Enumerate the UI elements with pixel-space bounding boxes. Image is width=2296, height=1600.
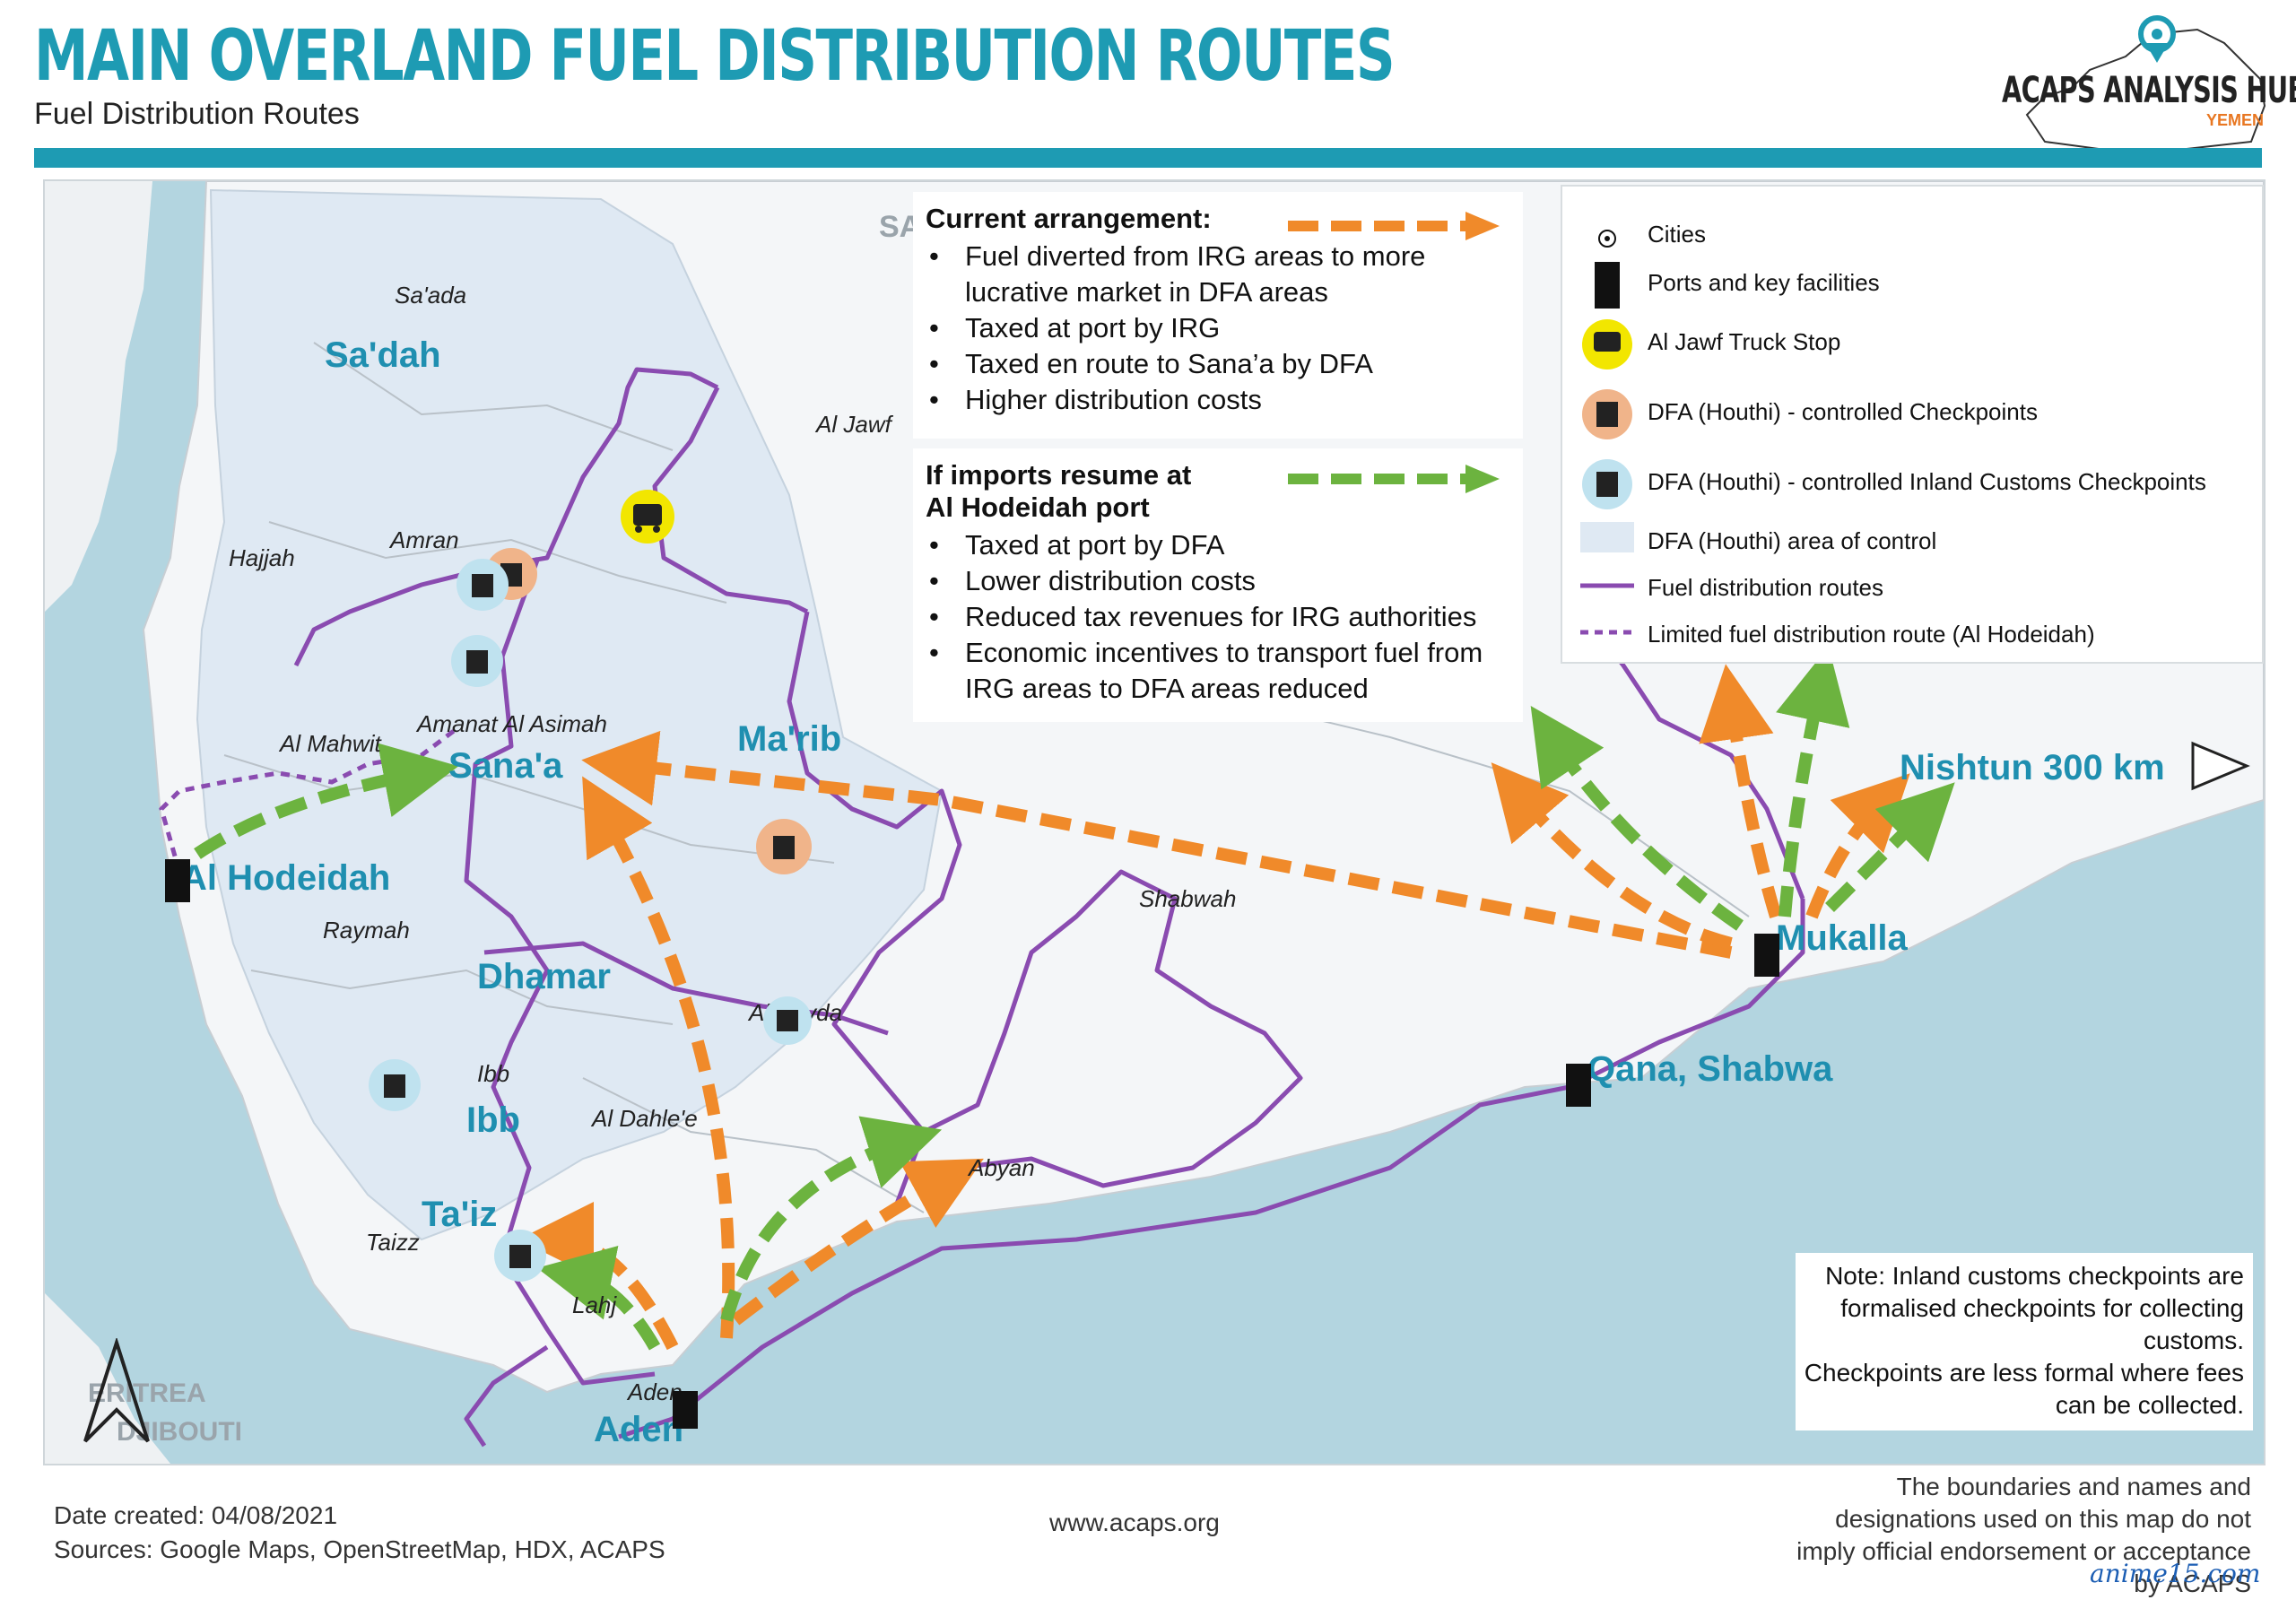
gov-label-aljawf: Al Jawf xyxy=(816,411,891,438)
legend: Cities Ports and key facilities Al Jawf … xyxy=(1561,185,2264,664)
legend-label: DFA (Houthi) - controlled Checkpoints xyxy=(1648,398,2038,425)
footer-sources: Sources: Google Maps, OpenStreetMap, HDX… xyxy=(54,1535,665,1563)
note-line-1: Note: Inland customs checkpoints are for… xyxy=(1825,1262,2244,1354)
checkpoint-blue-icon xyxy=(1582,459,1632,509)
page-subtitle: Fuel Distribution Routes xyxy=(34,97,360,131)
gov-label-amran: Amran xyxy=(390,526,459,553)
note-line-2: Checkpoints are less formal where fees c… xyxy=(1804,1359,2244,1419)
if-imports-title: If imports resume at Al Hodeidah port xyxy=(926,459,1192,523)
city-label-alhodeidah[interactable]: Al Hodeidah xyxy=(181,858,391,898)
checkpoint-orange-icon[interactable] xyxy=(755,818,813,875)
checkpoint-blue-icon[interactable] xyxy=(368,1058,422,1112)
gov-label-ibb: Ibb xyxy=(477,1060,510,1087)
city-label-ibb[interactable]: Ibb xyxy=(466,1100,520,1140)
current-arrangement-item: Taxed at port by IRG xyxy=(929,310,1510,346)
gov-label-lahj: Lahj xyxy=(572,1291,617,1318)
solid-line-icon xyxy=(1580,583,1634,588)
city-dot-icon xyxy=(1598,230,1616,248)
city-label-nishtun[interactable]: Nishtun 300 km xyxy=(1900,748,2165,787)
gov-label-aldahlee: Al Dahle'e xyxy=(592,1105,698,1132)
current-arrangement-item: Fuel diverted from IRG areas to more luc… xyxy=(929,239,1510,310)
footer-website[interactable]: www.acaps.org xyxy=(1049,1509,1220,1536)
watermark: anime15.com xyxy=(2090,1559,2261,1588)
city-label-dhamar[interactable]: Dhamar xyxy=(477,957,611,996)
if-imports-item: Lower distribution costs xyxy=(929,563,1510,599)
footer-date: Date created: 04/08/2021 xyxy=(54,1501,338,1529)
checkpoint-blue-icon[interactable] xyxy=(762,996,813,1046)
north-arrow-icon xyxy=(83,1338,150,1443)
gov-label-almahwit: Al Mahwit xyxy=(280,730,381,757)
gov-label-shabwah: Shabwah xyxy=(1139,885,1237,912)
checkpoint-blue-icon[interactable] xyxy=(450,634,504,688)
gov-label-taizz: Taizz xyxy=(366,1229,420,1256)
city-label-sanaa[interactable]: Sana'a xyxy=(448,746,563,786)
dashed-line-icon xyxy=(1580,630,1634,635)
logo-text: ACAPS ANALYSIS HUB xyxy=(2002,70,2296,111)
green-dashed-arrow-icon xyxy=(1288,465,1500,493)
legend-label: Al Jawf Truck Stop xyxy=(1648,328,1841,355)
nishtun-arrow-icon xyxy=(2191,741,2250,791)
port-icon xyxy=(1595,262,1620,309)
header-rule xyxy=(34,148,2262,168)
gov-label-raymah: Raymah xyxy=(323,917,410,943)
orange-dashed-arrow-icon xyxy=(1288,212,1500,240)
checkpoint-orange-icon xyxy=(1582,389,1632,439)
legend-label: DFA (Houthi) - controlled Inland Customs… xyxy=(1648,468,2206,495)
truck-icon xyxy=(1582,319,1632,370)
city-label-marib[interactable]: Ma'rib xyxy=(737,719,842,759)
gov-label-saada: Sa'ada xyxy=(395,282,467,309)
current-arrangement-item: Taxed en route to Sana’a by DFA xyxy=(929,346,1510,382)
city-label-taiz[interactable]: Ta'iz xyxy=(422,1195,498,1234)
if-imports-item: Reduced tax revenues for IRG authorities xyxy=(929,599,1510,635)
footer-disclaimer: The boundaries and names and designation… xyxy=(1796,1473,2251,1597)
note-box: Note: Inland customs checkpoints are for… xyxy=(1796,1253,2253,1430)
area-swatch-icon xyxy=(1580,522,1634,552)
if-imports-item: Taxed at port by DFA xyxy=(929,527,1510,563)
gov-label-hajjah: Hajjah xyxy=(229,544,295,571)
city-label-aden[interactable]: Aden xyxy=(594,1410,683,1449)
city-label-sadah[interactable]: Sa'dah xyxy=(325,335,441,375)
gov-label-abyan: Abyan xyxy=(969,1154,1035,1181)
port-icon[interactable] xyxy=(1749,930,1785,980)
current-arrangement-panel: Current arrangement: Fuel diverted from … xyxy=(913,192,1523,439)
legend-label: Cities xyxy=(1648,221,1707,248)
legend-label: Limited fuel distribution route (Al Hode… xyxy=(1648,621,2095,648)
legend-label: Fuel distribution routes xyxy=(1648,574,1884,601)
port-icon[interactable] xyxy=(1561,1060,1596,1110)
checkpoint-blue-icon[interactable] xyxy=(456,558,509,612)
if-imports-panel: If imports resume at Al Hodeidah port Ta… xyxy=(913,448,1523,722)
legend-label: DFA (Houthi) area of control xyxy=(1648,527,1937,554)
gov-label-amanat: Amanat Al Asimah xyxy=(417,710,607,737)
port-icon[interactable] xyxy=(160,856,196,906)
port-icon[interactable] xyxy=(667,1387,703,1432)
current-arrangement-item: Higher distribution costs xyxy=(929,382,1510,418)
if-imports-item: Economic incentives to transport fuel fr… xyxy=(929,635,1510,707)
current-arrangement-title: Current arrangement: xyxy=(926,203,1212,234)
page-title: MAIN OVERLAND FUEL DISTRIBUTION ROUTES xyxy=(34,16,1396,97)
checkpoint-blue-icon[interactable] xyxy=(493,1229,547,1283)
truck-stop-icon[interactable] xyxy=(619,488,676,545)
city-label-qana[interactable]: Qana, Shabwa xyxy=(1587,1049,1833,1089)
logo-subtext: YEMEN xyxy=(2206,111,2265,129)
city-label-mukalla[interactable]: Mukalla xyxy=(1776,918,1908,958)
neighbor-label-eritrea: ERITREA xyxy=(88,1378,206,1408)
legend-label: Ports and key facilities xyxy=(1648,269,1880,296)
